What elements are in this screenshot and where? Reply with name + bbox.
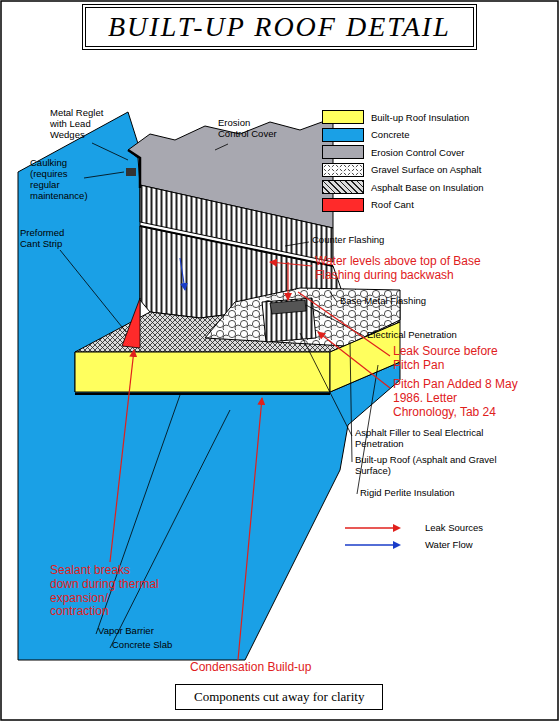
legend-line xyxy=(343,523,403,533)
part-label: Asphalt Filler to Seal Electrical Penetr… xyxy=(355,428,505,450)
legend-row: Concrete xyxy=(322,128,410,142)
legend-text: Erosion Control Cover xyxy=(371,147,464,158)
legend-text: Water Flow xyxy=(425,539,473,550)
legend-swatch xyxy=(322,198,364,212)
part-label: Vapor Barrier xyxy=(98,626,198,637)
legend-swatch xyxy=(322,180,364,194)
part-label: Built-up Roof (Asphalt and Gravel Surfac… xyxy=(355,455,505,477)
legend-text: Leak Sources xyxy=(425,522,483,533)
part-label: Erosion Control Cover xyxy=(218,118,278,140)
legend-row: Roof Cant xyxy=(322,198,414,212)
caption-box: Components cut away for clarity xyxy=(175,684,383,710)
leak-note: Pitch Pan Added 8 May 1986. Letter Chron… xyxy=(393,378,521,419)
part-label: Rigid Perlite Insulation xyxy=(360,488,510,499)
part-label: Concrete Slab xyxy=(112,640,212,651)
part-label: Preformed Cant Strip xyxy=(20,228,70,250)
legend-row: Water Flow xyxy=(343,539,473,550)
legend-line xyxy=(343,540,403,550)
title-text: BUILT-UP ROOF DETAIL xyxy=(108,11,451,42)
part-label: Counter Flashing xyxy=(312,235,412,246)
legend-swatch xyxy=(322,163,364,177)
leak-note: Sealant breaks down during thermal expan… xyxy=(50,564,160,619)
legend-row: Asphalt Base on Insulation xyxy=(322,180,484,194)
part-label: Electrical Penetration xyxy=(367,330,492,341)
caption-text: Components cut away for clarity xyxy=(194,689,364,704)
part-label: Caulking (requires regular maintenance) xyxy=(30,158,85,202)
legend-swatch xyxy=(322,145,364,159)
part-label: Metal Reglet with Lead Wedges xyxy=(50,108,110,141)
legend-text: Gravel Surface on Asphalt xyxy=(371,164,481,175)
legend-row: Leak Sources xyxy=(343,522,483,533)
title-box: BUILT-UP ROOF DETAIL xyxy=(82,4,477,50)
legend-swatch xyxy=(322,110,364,124)
leak-note: Condensation Build-up xyxy=(190,661,390,675)
legend-text: Asphalt Base on Insulation xyxy=(371,182,484,193)
legend-row: Gravel Surface on Asphalt xyxy=(322,163,481,177)
leak-note: Leak Source before Pitch Pan xyxy=(393,345,505,373)
legend-text: Built-up Roof Insulation xyxy=(371,112,469,123)
legend-row: Built-up Roof Insulation xyxy=(322,110,469,124)
legend-row: Erosion Control Cover xyxy=(322,145,464,159)
legend-text: Concrete xyxy=(371,129,410,140)
legend-swatch xyxy=(322,128,364,142)
part-label: Base Metal Flashing xyxy=(340,296,460,307)
leak-note: Water levels above top of Base Flashing … xyxy=(315,255,493,283)
legend-text: Roof Cant xyxy=(371,199,414,210)
